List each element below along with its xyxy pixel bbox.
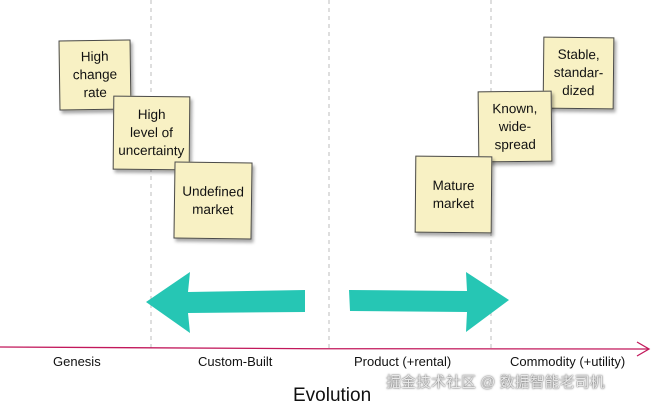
- stage-label-genesis: Genesis: [53, 354, 101, 369]
- watermark: 掘金技术社区 @ 数据智能老司机: [386, 374, 605, 391]
- sticky-text: Undefined market: [182, 183, 245, 217]
- sticky-undefined-market: Undefined market: [173, 161, 253, 240]
- sticky-stable-standardized: Stable, standar- dized: [542, 36, 615, 110]
- sticky-high-level-of-uncertainty: High level of uncertainty: [112, 95, 191, 171]
- sticky-text: High level of uncertainty: [118, 106, 185, 159]
- sticky-text: Mature market: [432, 177, 475, 211]
- stage-label-product: Product (+rental): [354, 354, 452, 369]
- stage-label-commodity: Commodity (+utility): [510, 354, 626, 369]
- left-arrow-icon: [146, 272, 305, 333]
- axis-title: Evolution: [293, 385, 372, 406]
- evolution-axis: [0, 346, 649, 350]
- sticky-mature-market: Mature market: [414, 155, 493, 234]
- right-arrow-icon: [349, 272, 509, 332]
- axis-arrowhead-icon: [636, 341, 651, 357]
- sticky-text: High change rate: [72, 48, 118, 101]
- sticky-known-widespread: Known, wide- spread: [477, 90, 553, 163]
- sticky-text: Stable, standar- dized: [553, 46, 604, 99]
- sticky-text: Known, wide- spread: [492, 100, 538, 152]
- stage-label-custom-built: Custom-Built: [198, 354, 273, 369]
